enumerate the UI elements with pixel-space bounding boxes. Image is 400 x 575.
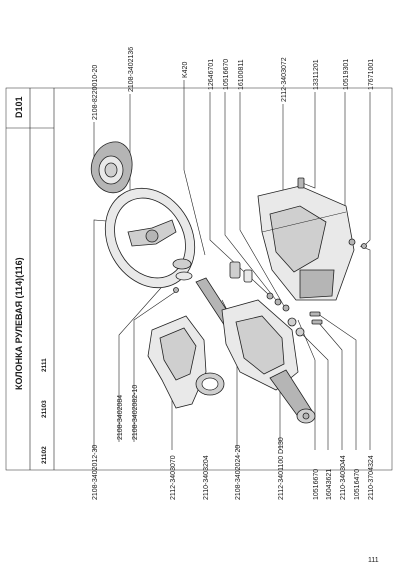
label-2112-3401100-d130: 2112-3401100 D130 — [278, 437, 285, 500]
label-10516670-top: 10516670 — [223, 59, 230, 90]
label-2108-3402136: 2108-3402136 — [128, 47, 135, 92]
top-labels: 2108-8220010-20 2108-3402136 K420 126467… — [92, 47, 375, 120]
label-13311201: 13311201 — [313, 59, 320, 90]
fasteners — [173, 177, 367, 337]
frame — [5, 87, 393, 471]
header-block: D101 КОЛОНКА РУЛЕВАЯ (114)(116) 21102 21… — [5, 87, 393, 471]
label-2112-3403070: 2112-3403070 — [170, 455, 177, 500]
label-2108-3402084: 2108-3402084 — [117, 395, 124, 440]
parts — [90, 141, 367, 424]
page-number: 111 — [368, 557, 379, 564]
label-2108-3402024-20: 2108-3402024-20 — [235, 445, 242, 500]
steering-wheel — [104, 187, 196, 289]
label-12646701: 12646701 — [208, 59, 215, 90]
label-2108-8220010-20: 2108-8220010-20 — [92, 65, 99, 120]
section-code: D101 — [14, 96, 24, 118]
label-10519301: 10519301 — [343, 59, 350, 90]
label-10516670-bottom: 10516670 — [313, 469, 320, 500]
bearing-ring — [195, 372, 225, 396]
upper-shroud — [257, 185, 355, 301]
bottom-labels: 2108-3402012-30 2108-3402084 2108-340208… — [92, 385, 375, 500]
model-21103: 21103 — [41, 400, 48, 418]
label-2108-3402012-30: 2108-3402012-30 — [92, 445, 99, 500]
label-2110-3704324: 2110-3704324 — [368, 455, 375, 500]
label-16100811: 16100811 — [238, 59, 245, 90]
model-2111: 2111 — [41, 358, 48, 372]
section-title: КОЛОНКА РУЛЕВАЯ (114)(116) — [14, 257, 24, 390]
lower-shroud — [147, 315, 207, 409]
label-2110-3403044: 2110-3403044 — [340, 455, 347, 500]
label-2108-3402082-10: 2108-3402082-10 — [132, 385, 139, 440]
label-2110-3403204: 2110-3403204 — [203, 455, 210, 500]
label-k420: K420 — [182, 62, 189, 78]
label-2112-3403072: 2112-3403072 — [281, 57, 288, 102]
model-21102: 21102 — [41, 446, 48, 464]
label-17671001: 17671001 — [368, 59, 375, 90]
hub-parts — [172, 258, 253, 283]
label-16043621: 16043621 — [326, 469, 333, 500]
label-10516470: 10516470 — [354, 469, 361, 500]
steering-column — [195, 277, 316, 424]
